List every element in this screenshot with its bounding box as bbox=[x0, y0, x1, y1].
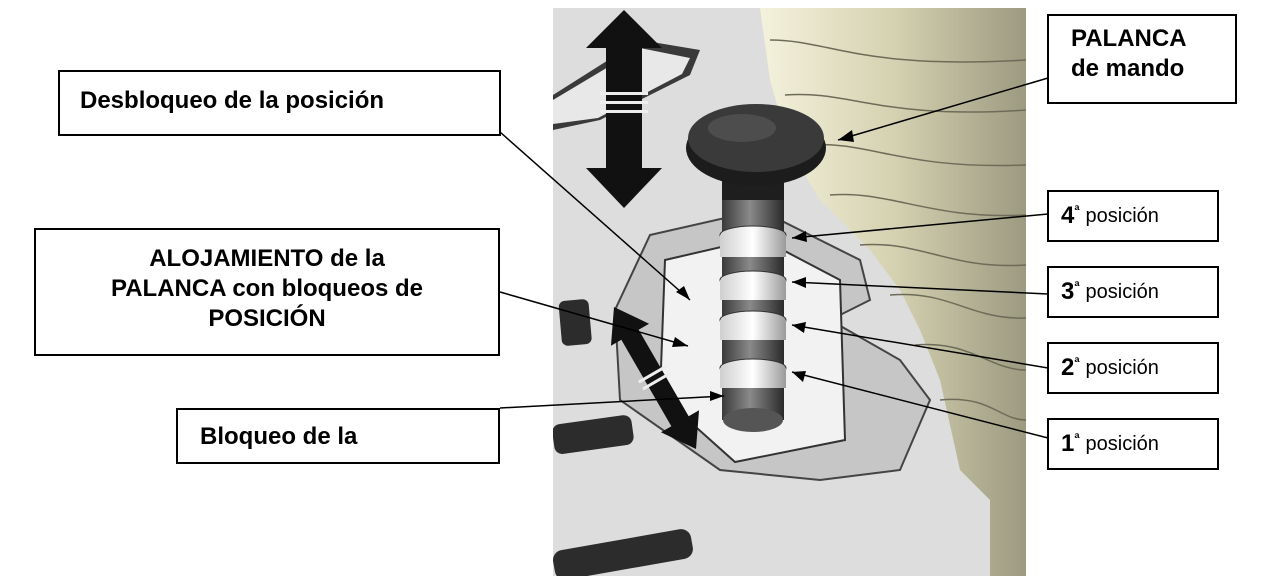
position-number: 3 bbox=[1061, 278, 1075, 305]
position-rings bbox=[719, 225, 787, 388]
palanca-de-mando-label: PALANCA de mando bbox=[1047, 14, 1237, 104]
position-number: 2 bbox=[1061, 354, 1075, 381]
vertical-arrow-icon bbox=[586, 10, 662, 208]
leader-lines bbox=[499, 77, 1049, 439]
bloqueo-text: Bloqueo de la bbox=[200, 423, 358, 450]
leader-arrowheads bbox=[672, 130, 854, 401]
position-word: posición bbox=[1085, 432, 1159, 455]
position-word: posición bbox=[1085, 204, 1159, 227]
ordinal-mark: ª bbox=[1074, 430, 1080, 446]
mechanism-panel bbox=[553, 8, 1026, 576]
bloqueo-label: Bloqueo de la bbox=[176, 408, 500, 464]
ordinal-mark: ª bbox=[1074, 278, 1080, 294]
ordinal-mark: ª bbox=[1074, 354, 1080, 370]
alojamiento-line-1: ALOJAMIENTO de la bbox=[149, 245, 385, 272]
ordinal-mark: ª bbox=[1074, 202, 1080, 218]
diagonal-arrow-icon bbox=[610, 306, 700, 450]
palanca-line-2: de mando bbox=[1071, 55, 1185, 82]
position-number: 1 bbox=[1061, 430, 1075, 457]
alojamiento-label: ALOJAMIENTO de la PALANCA con bloqueos d… bbox=[34, 228, 500, 356]
position-number: 4 bbox=[1061, 202, 1075, 229]
alojamiento-line-2: PALANCA con bloqueos de bbox=[111, 275, 423, 302]
position-word: posición bbox=[1085, 280, 1159, 303]
desbloqueo-text: Desbloqueo de la posición bbox=[80, 87, 385, 114]
position-word: posición bbox=[1085, 356, 1159, 379]
palanca-line-1: PALANCA bbox=[1071, 25, 1187, 52]
alojamiento-line-3: POSICIÓN bbox=[208, 305, 326, 332]
desbloqueo-label: Desbloqueo de la posición bbox=[58, 70, 501, 136]
